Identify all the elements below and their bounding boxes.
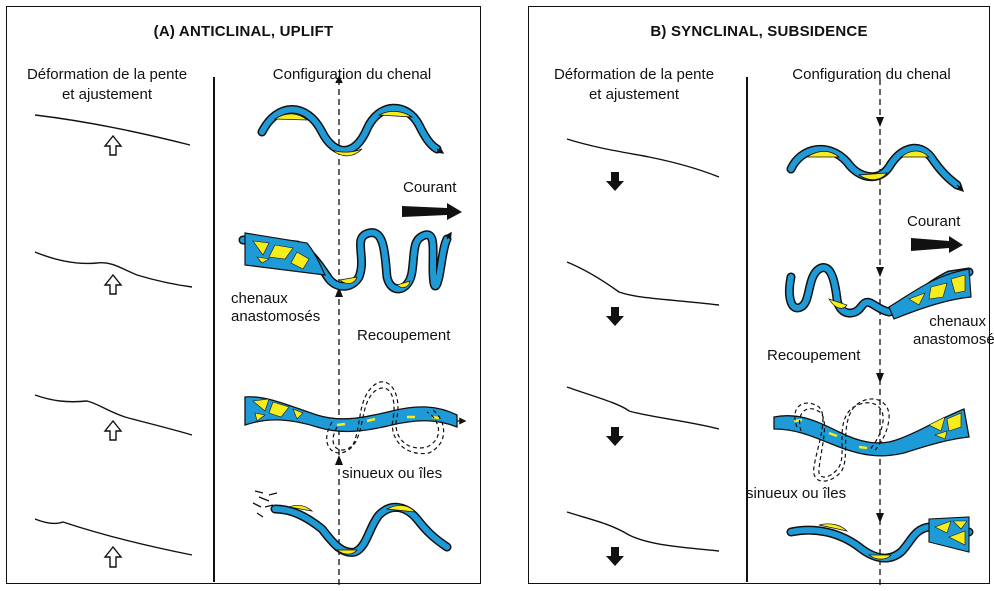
channel-meander-4 <box>252 490 452 557</box>
panel-a-chenaux-line2: anastomosés <box>231 308 321 325</box>
slope-profile-4 <box>34 518 193 556</box>
slope-profile-2 <box>566 261 720 306</box>
slope-profile-1 <box>566 138 720 178</box>
panel-b-recoupement-label: Recoupement <box>767 347 861 364</box>
channel-braided-3 <box>244 381 467 455</box>
panel-b-artwork <box>566 79 974 585</box>
panel-a-sinueux-label: sinueux ou îles <box>342 465 443 482</box>
panel-a-left-heading-line2: et ajustement <box>61 86 153 103</box>
panel-a-recoupement-label: Recoupement <box>357 327 451 344</box>
panel-a-courant-label: Courant <box>403 179 457 196</box>
current-arrow-icon <box>402 203 462 220</box>
panel-a-chenaux-line1: chenaux <box>231 290 288 307</box>
scatter-marks <box>252 490 278 518</box>
channel-braided-3 <box>773 398 970 482</box>
panel-a-title: (A) ANTICLINAL, UPLIFT <box>153 23 334 40</box>
panel-anticlinal: (A) ANTICLINAL, UPLIFT Déformation de la… <box>6 6 481 585</box>
panel-b-chenaux-line2: anastomosés <box>913 331 994 348</box>
panel-b-sinueux-label: sinueux ou îles <box>746 485 847 502</box>
panel-b-title: B) SYNCLINAL, SUBSIDENCE <box>650 23 868 40</box>
slope-profile-4 <box>566 511 720 552</box>
panel-a-divider <box>213 77 215 582</box>
axis-arrowheads <box>876 117 884 523</box>
down-arrow-icon <box>606 172 624 566</box>
panel-a-right-column-heading: Configuration du chenal <box>272 66 432 83</box>
slope-profile-1 <box>34 114 191 146</box>
panel-b-divider <box>746 77 748 582</box>
panel-b-chenaux-label: chenaux anastomosés <box>913 313 994 349</box>
panel-b-right-column-heading: Configuration du chenal <box>792 66 951 83</box>
channel-meander-1 <box>786 143 965 193</box>
slope-profile-2 <box>34 251 193 288</box>
panel-a-left-column-heading: Déformation de la pente et ajustement <box>7 65 207 105</box>
channel-braided-2 <box>238 228 452 294</box>
panel-b-left-heading-line2: et ajustement <box>588 86 680 103</box>
panel-synclinal: B) SYNCLINAL, SUBSIDENCE Déformation de … <box>528 6 994 585</box>
panel-b-courant-label: Courant <box>907 213 961 230</box>
channel-meander-1 <box>257 103 445 157</box>
channel-braided-2 <box>784 263 974 320</box>
channel-braided-4 <box>786 516 974 563</box>
panel-a-chenaux-label: chenaux anastomosés <box>231 290 320 326</box>
panel-a-left-heading-line1: Déformation de la pente <box>26 66 188 83</box>
panel-b-chenaux-line1: chenaux <box>929 313 986 330</box>
panel-b-left-column-heading: Déformation de la pente et ajustement <box>529 65 739 105</box>
current-arrow-icon <box>911 236 963 253</box>
panel-b-left-heading-line1: Déformation de la pente <box>553 66 715 83</box>
slope-profile-3 <box>566 386 720 430</box>
panel-a-artwork <box>34 75 467 585</box>
up-arrow-icon <box>103 134 123 568</box>
slope-profile-3 <box>34 394 193 436</box>
